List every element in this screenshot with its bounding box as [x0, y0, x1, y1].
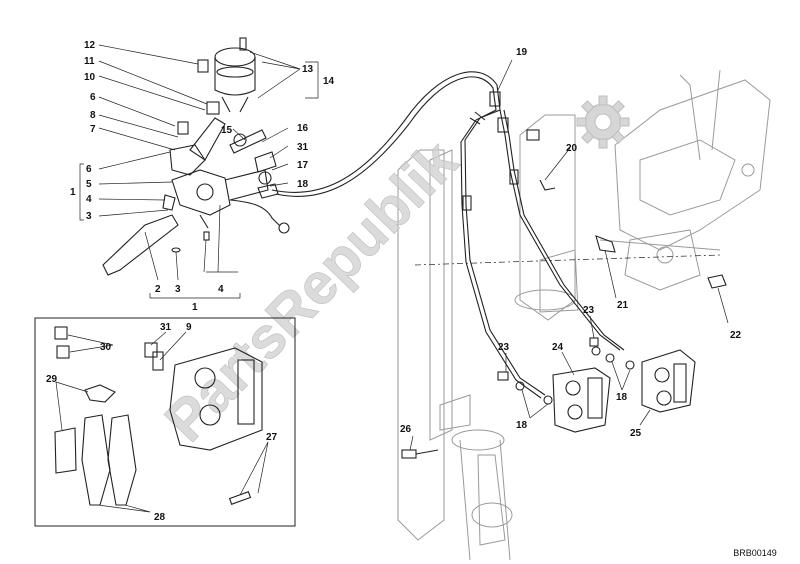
callout-31: 31	[297, 142, 309, 153]
callout-22: 22	[730, 330, 742, 341]
callout-4: 4	[86, 194, 92, 205]
front-fork-ghost	[397, 114, 579, 561]
callout-6: 6	[86, 164, 92, 175]
brake-hose	[271, 71, 625, 399]
master-cylinder-assembly	[102, 37, 290, 276]
watermark: PartsRepublik	[152, 95, 630, 454]
callout-1: 1	[192, 302, 198, 313]
callout-2: 2	[155, 284, 161, 295]
callout-21: 21	[617, 300, 629, 311]
callout-31: 31	[160, 322, 172, 333]
callout-4: 4	[218, 284, 224, 295]
callout-19: 19	[516, 47, 528, 58]
callout-13: 13	[302, 64, 314, 75]
callout-29: 29	[46, 374, 58, 385]
callout-28: 28	[154, 512, 166, 523]
callout-6: 6	[90, 92, 96, 103]
callout-30: 30	[100, 342, 112, 353]
steering-frame-ghost	[599, 69, 771, 291]
callout-11: 11	[84, 56, 95, 67]
caliper-24	[552, 367, 611, 433]
callout-3: 3	[175, 284, 181, 295]
callout-23: 23	[583, 305, 595, 316]
callout-18: 18	[616, 392, 628, 403]
callout-26: 26	[400, 424, 412, 435]
callout-3: 3	[86, 211, 92, 222]
callout-24: 24	[552, 342, 564, 353]
inset-box	[34, 317, 296, 527]
callouts: 12 11 10 6 8 7 13 14 15 16 31 17 18 6 5 …	[46, 40, 742, 523]
callout-9: 9	[186, 322, 192, 333]
callout-15: 15	[221, 125, 233, 136]
callout-14: 14	[323, 76, 335, 87]
leader-lines	[55, 44, 729, 513]
callout-10: 10	[84, 72, 96, 83]
callout-18: 18	[297, 179, 309, 190]
callout-12: 12	[84, 40, 96, 51]
callout-25: 25	[630, 428, 642, 439]
callout-17: 17	[297, 160, 309, 171]
callout-27: 27	[266, 432, 278, 443]
callout-5: 5	[86, 179, 92, 190]
callout-7: 7	[90, 124, 96, 135]
reference-code: BRB00149	[733, 548, 777, 558]
callout-8: 8	[90, 110, 96, 121]
watermark-text: PartsRepublik	[153, 128, 471, 454]
callout-1: 1	[70, 187, 76, 198]
callout-18: 18	[516, 420, 528, 431]
callout-16: 16	[297, 123, 309, 134]
gear-icon	[576, 95, 630, 149]
callout-20: 20	[566, 143, 578, 154]
caliper-25	[641, 349, 696, 413]
callout-23: 23	[498, 342, 510, 353]
